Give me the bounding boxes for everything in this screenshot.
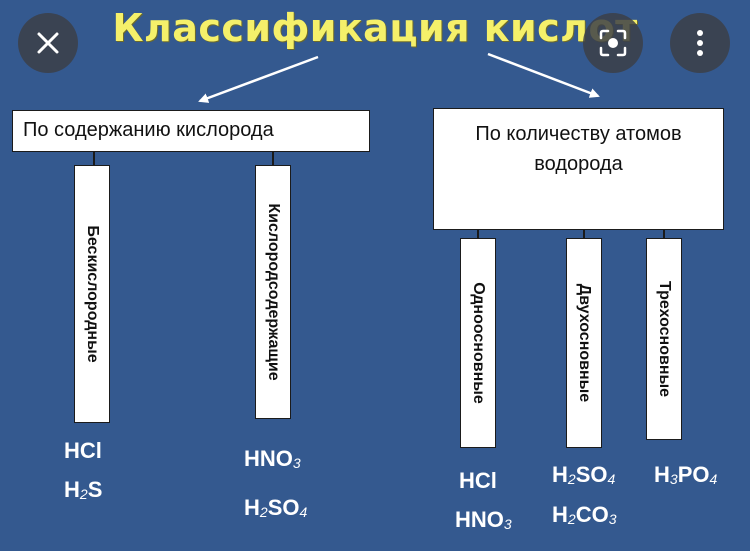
- lens-button[interactable]: [583, 13, 643, 73]
- group-box-anoxic: Бескислородные: [74, 165, 110, 423]
- group-label-oxygenated: Кислородсодержащие: [265, 203, 282, 381]
- formula-h3po4: H3PO4: [654, 462, 718, 487]
- group-box-dibasic: Двухосновные: [566, 238, 602, 448]
- group-label-anoxic: Бескислородные: [84, 225, 101, 363]
- formula-h2co3: H2CO3: [552, 502, 617, 527]
- formula-h2s: H2S: [64, 477, 103, 502]
- connector: [583, 230, 585, 240]
- group-box-oxygenated: Кислородсодержащие: [255, 165, 291, 419]
- arrow-left: [198, 55, 319, 103]
- close-icon: [37, 32, 59, 54]
- formula-hno3: HNO3: [455, 507, 512, 532]
- category-label-hydrogen-line1: По количеству атомов: [475, 123, 682, 145]
- more-options-button[interactable]: [670, 13, 730, 73]
- more-vert-icon: [697, 30, 703, 56]
- connector: [477, 230, 479, 240]
- connector: [663, 230, 665, 240]
- formula-h2so4: H2SO4: [244, 495, 308, 520]
- category-box-oxygen: По содержанию кислорода: [12, 110, 370, 152]
- formula-hcl: HCl: [459, 468, 497, 493]
- group-label-tribasic: Трехосновные: [656, 280, 673, 398]
- group-label-monobasic: Одноосновные: [470, 282, 487, 404]
- formula-hno3: HNO3: [244, 446, 301, 471]
- category-box-hydrogen: По количеству атомов водорода: [433, 108, 724, 230]
- connector: [272, 152, 274, 166]
- connector: [93, 152, 95, 166]
- formula-h2so4: H2SO4: [552, 462, 616, 487]
- group-box-tribasic: Трехосновные: [646, 238, 682, 440]
- diagram-title: Классификация кислот: [112, 6, 638, 50]
- group-label-dibasic: Двухосновные: [576, 283, 593, 403]
- arrow-right: [487, 52, 600, 98]
- formula-hcl: HCl: [64, 438, 102, 463]
- category-label-oxygen: По содержанию кислорода: [23, 119, 274, 141]
- lens-icon: [599, 29, 627, 57]
- category-label-hydrogen-line2: водорода: [534, 153, 623, 175]
- close-button[interactable]: [18, 13, 78, 73]
- group-box-monobasic: Одноосновные: [460, 238, 496, 448]
